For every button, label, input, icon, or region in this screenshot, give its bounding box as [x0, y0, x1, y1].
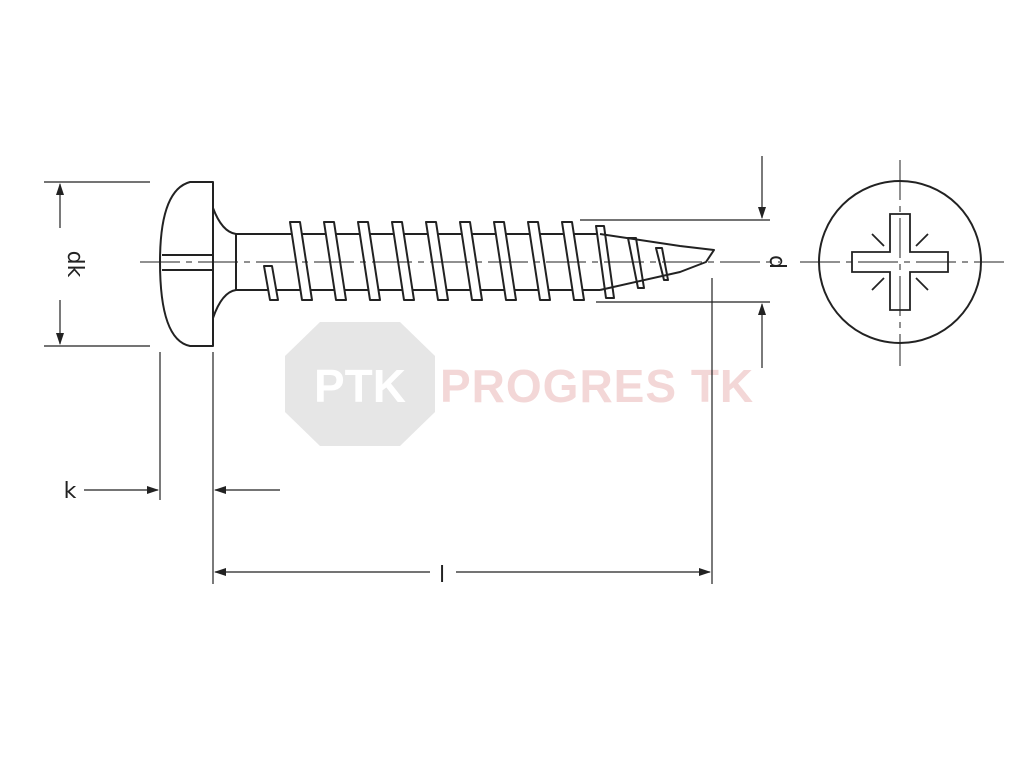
screw-side-view [159, 181, 770, 347]
recess-tick [915, 233, 929, 247]
pozidriv-cross-recess-icon [851, 213, 949, 311]
watermark: PTK PROGRES TK [285, 322, 754, 446]
thread-crest [425, 221, 449, 301]
dimension-length [214, 278, 713, 584]
dimension-head-diameter [44, 181, 150, 347]
thread-crest [391, 221, 415, 301]
thread-crest [561, 221, 585, 301]
thread-crest [493, 221, 517, 301]
recess-tick [871, 233, 885, 247]
thread-crest [655, 247, 669, 281]
dimension-label-k: k [64, 479, 77, 504]
recess-tick [915, 277, 929, 291]
thread-crest [323, 221, 347, 301]
screw-head-top-view [800, 160, 1004, 366]
dimension-head-height [84, 352, 280, 584]
underhead-taper [212, 207, 237, 319]
thread-crest [289, 221, 313, 301]
thread-crest [357, 221, 381, 301]
dimension-label-l: l [439, 563, 445, 588]
dimension-label-dk: dk [62, 251, 87, 278]
head-top-outline [818, 180, 982, 344]
watermark-badge-text: PTK [314, 360, 406, 412]
thread-crest [527, 221, 551, 301]
cross-recess-outline [851, 213, 949, 311]
screw-head [159, 181, 214, 347]
watermark-octagon-badge [285, 322, 435, 446]
recess-tick [871, 277, 885, 291]
dimension-label-d: d [764, 255, 789, 269]
screw-tip [599, 233, 715, 291]
thread-crests [263, 221, 669, 301]
thread-crest [263, 265, 279, 301]
watermark-name-text: PROGRES TK [440, 360, 754, 412]
thread-crest [459, 221, 483, 301]
